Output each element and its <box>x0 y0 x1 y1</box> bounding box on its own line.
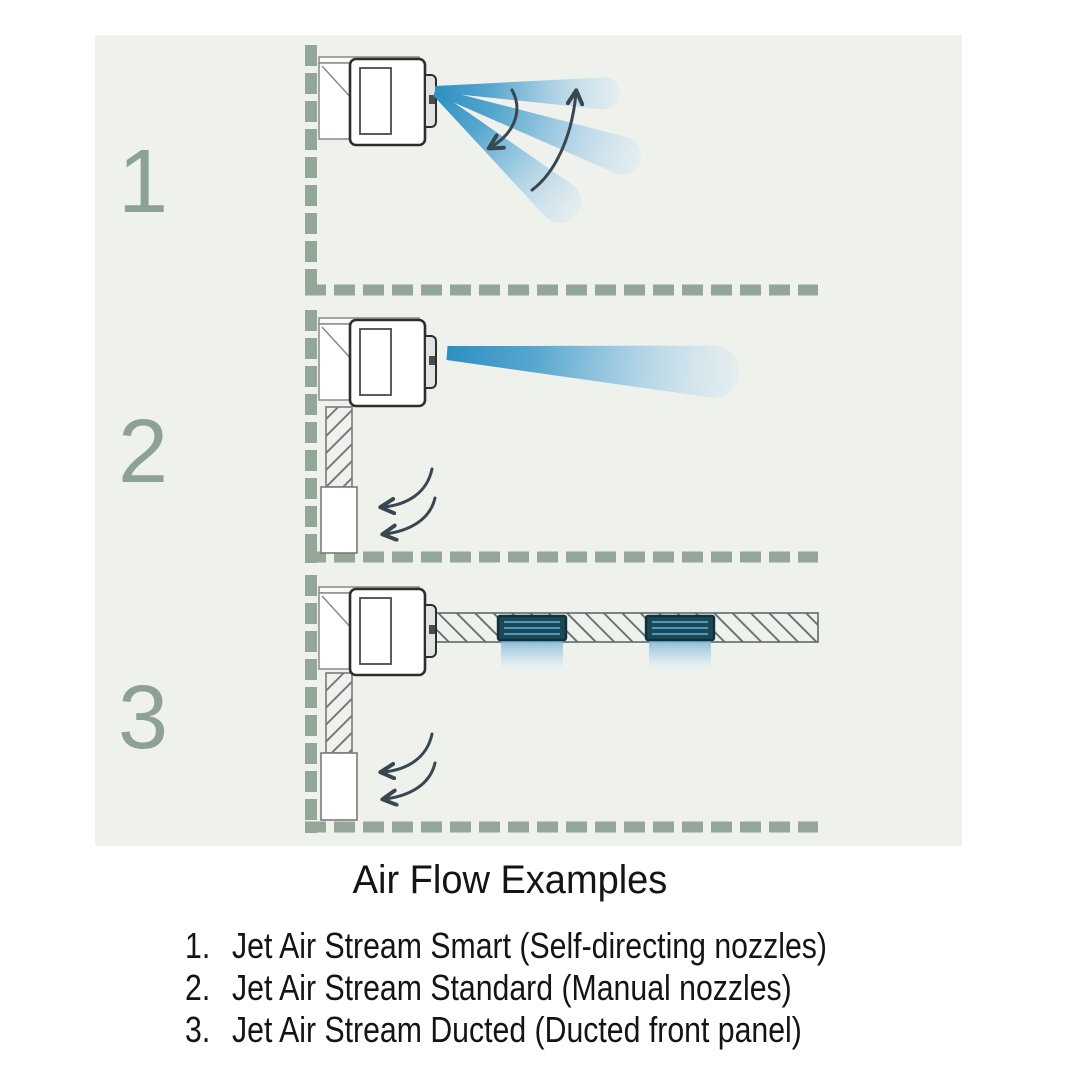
indoor-unit <box>317 316 438 408</box>
ceiling-vent-2 <box>644 614 716 673</box>
return-duct-hatched <box>325 406 353 488</box>
airflow-diagram-art <box>305 45 819 833</box>
intake-arrows <box>383 732 437 799</box>
air-streams <box>433 77 642 223</box>
example-3-diagram <box>305 575 819 833</box>
caption-list-item-3: 3. Jet Air Stream Ducted (Ducted front p… <box>185 1009 802 1051</box>
swing-arrows <box>491 90 576 192</box>
caption-item-label: Jet Air Stream Standard (Manual nozzles) <box>232 967 792 1008</box>
caption-title: Air Flow Examples <box>352 858 668 902</box>
example-number-2: 2 <box>117 402 168 502</box>
indoor-unit <box>317 55 438 147</box>
caption-item-number: 3. <box>185 1009 211 1050</box>
intake-arrows <box>383 467 437 534</box>
floor-intake-box <box>320 752 358 821</box>
example-number-3: 3 <box>117 668 168 768</box>
ceiling-vent-1 <box>496 614 568 673</box>
caption-list-item-2: 2. Jet Air Stream Standard (Manual nozzl… <box>185 967 792 1009</box>
example-1-diagram <box>305 45 818 296</box>
indoor-unit <box>317 585 438 677</box>
caption-item-label: Jet Air Stream Smart (Self-directing noz… <box>232 925 827 966</box>
caption-item-number: 1. <box>185 925 211 966</box>
caption-list-item-1: 1. Jet Air Stream Smart (Self-directing … <box>185 925 827 967</box>
example-number-1: 1 <box>117 132 168 232</box>
ducted-front-panel-hatched <box>426 612 819 643</box>
airflow-diagram-panel: 1 2 3 <box>95 35 962 846</box>
air-stream <box>446 345 740 398</box>
floor-intake-box <box>320 486 358 554</box>
caption-item-label: Jet Air Stream Ducted (Ducted front pane… <box>232 1009 802 1050</box>
example-2-diagram <box>305 310 818 563</box>
caption-item-number: 2. <box>185 967 211 1008</box>
return-duct-hatched <box>325 672 353 754</box>
